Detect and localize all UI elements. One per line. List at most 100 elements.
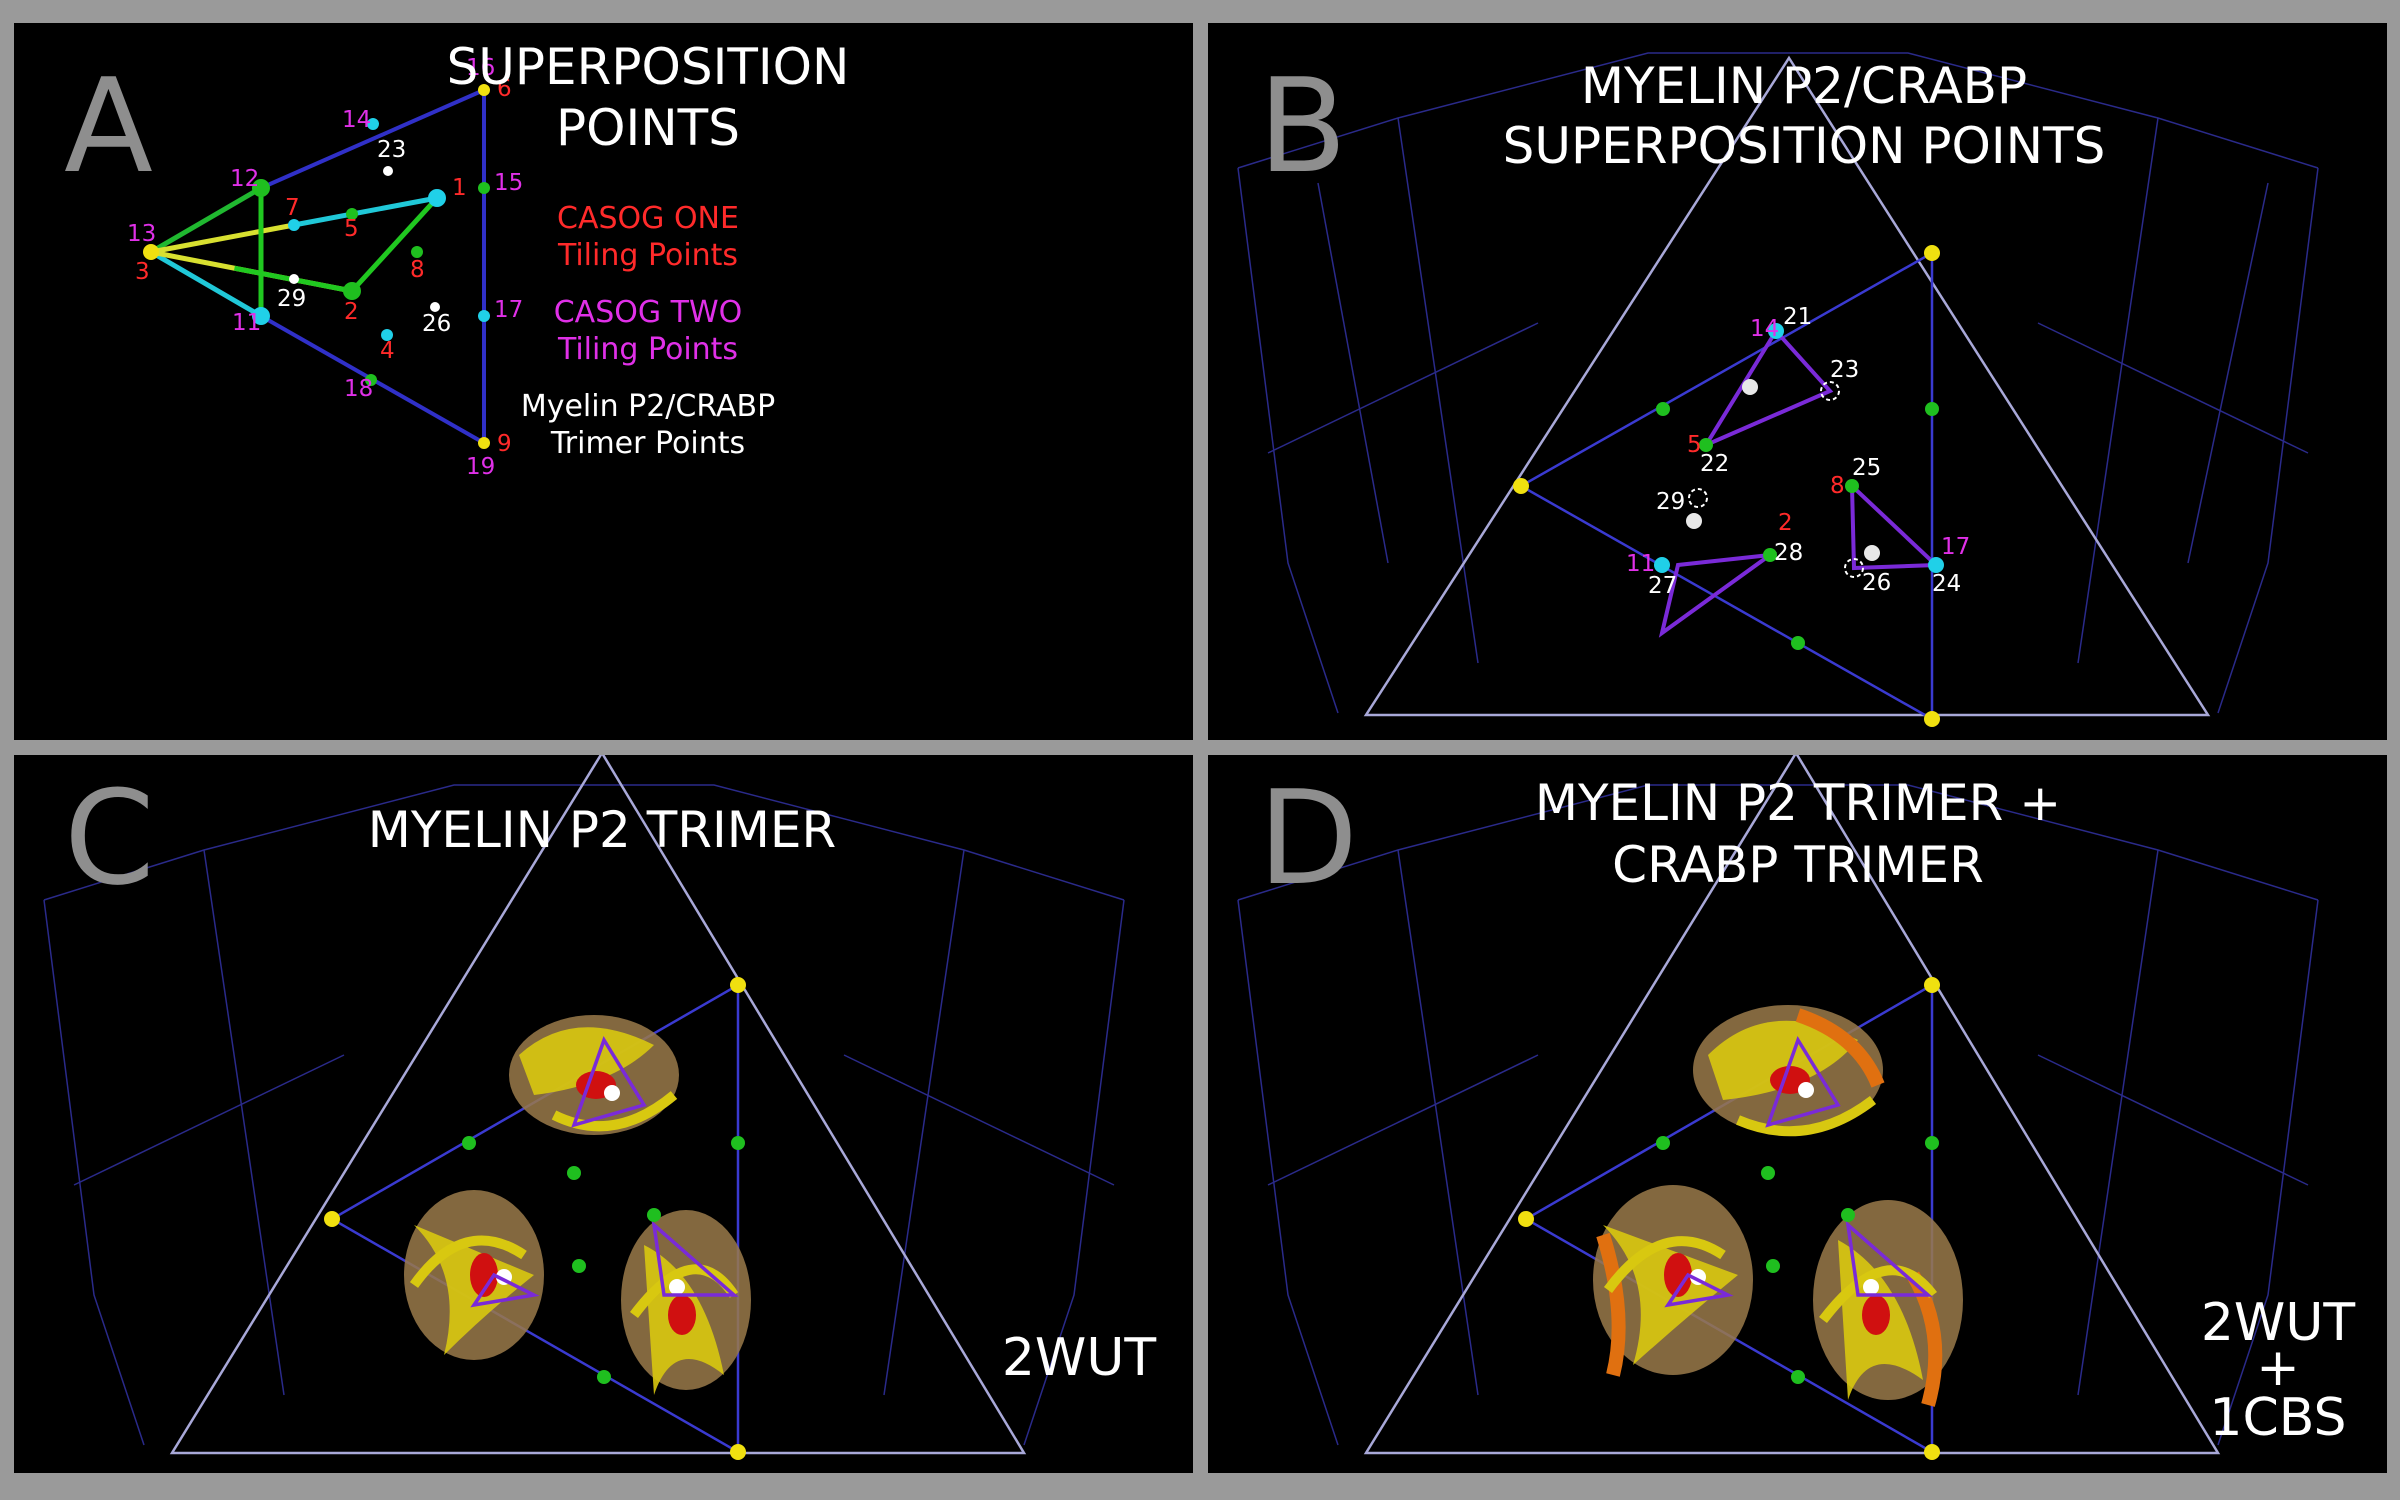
point-trimer-center — [1742, 379, 1758, 395]
point-8 — [411, 246, 423, 258]
protein-cluster-top — [509, 1015, 679, 1135]
panel-b-title-line-1: MYELIN P2/CRABP — [1581, 57, 2027, 115]
legend-casog-two-sub: Tiling Points — [557, 332, 738, 367]
legend-casog-one: CASOG ONE — [557, 201, 739, 236]
label-8: 8 — [1830, 473, 1845, 499]
label-6: 6 — [497, 76, 512, 102]
point-4 — [381, 329, 393, 341]
point-2 — [343, 282, 361, 300]
label-17: 17 — [1941, 534, 1970, 560]
title-line-1: SUPERPOSITION — [447, 38, 850, 96]
point-23 — [383, 166, 393, 176]
point-29 — [1688, 488, 1708, 508]
point-yellow-bottom — [1924, 711, 1940, 727]
label-5: 5 — [1687, 432, 1702, 458]
background-wireframe — [1237, 784, 2319, 1446]
protein-cluster-right — [621, 1210, 751, 1395]
center-triangle — [169, 755, 1027, 1455]
pdb-id-2wut: 2WUT — [2201, 1293, 2356, 1353]
point-15 — [478, 182, 490, 194]
pdb-id-1cbs: 1CBS — [2209, 1388, 2346, 1448]
panel-a: A 16 6 1 4 23 — [14, 23, 1193, 740]
point-14 — [367, 118, 379, 130]
point-green — [1656, 402, 1670, 416]
label-16: 16 — [466, 55, 495, 81]
point-2-28 — [1763, 548, 1777, 562]
center-triangle — [1363, 55, 2211, 717]
label-29: 29 — [1656, 489, 1685, 515]
label-22: 22 — [1700, 451, 1729, 477]
panel-a-diagram: A 16 6 1 4 23 — [64, 38, 850, 480]
point-14-21 — [1768, 323, 1784, 339]
panel-c-title: MYELIN P2 TRIMER — [368, 801, 837, 859]
label-7: 7 — [285, 195, 300, 221]
label-26: 26 — [422, 311, 451, 337]
label-17: 17 — [494, 297, 523, 323]
point-17 — [478, 310, 490, 322]
legend-casog-one-sub: Tiling Points — [557, 238, 738, 273]
trimer-triangles — [470, 1035, 739, 1308]
label-27: 27 — [1648, 573, 1677, 599]
point-5-22 — [1699, 438, 1713, 452]
panel-b-diagram: 14 21 23 5 22 25 8 29 2 28 17 11 27 26 2… — [1237, 50, 2319, 727]
legend-trimer: Myelin P2/CRABP — [521, 389, 775, 424]
background-wireframe — [43, 784, 1125, 1446]
label-2: 2 — [1778, 510, 1793, 536]
point-18 — [365, 374, 377, 386]
label-28: 28 — [1774, 540, 1803, 566]
label-23: 23 — [377, 137, 406, 163]
myelin-p2-crabp-proteins — [1593, 1005, 1963, 1407]
point-23 — [1820, 381, 1840, 401]
label-24: 24 — [1932, 571, 1961, 597]
point-green — [1925, 402, 1939, 416]
trimer-triangles — [1664, 1035, 1933, 1308]
legend-casog-two: CASOG TWO — [554, 295, 743, 330]
label-14: 14 — [1750, 316, 1779, 342]
pdb-id-2wut: 2WUT — [1002, 1328, 1157, 1388]
panel-c-letter: C — [64, 762, 155, 914]
protein-cluster-left — [1593, 1185, 1753, 1377]
point-trimer-center — [1686, 513, 1702, 529]
label-1: 1 — [452, 175, 467, 201]
label-21: 21 — [1783, 304, 1812, 330]
point-green — [1791, 636, 1805, 650]
points — [324, 977, 746, 1460]
point-26 — [430, 302, 440, 312]
legend-trimer-sub: Trimer Points — [550, 426, 745, 461]
myelin-p2-proteins — [404, 1015, 751, 1395]
panel-a-letter: A — [64, 50, 153, 202]
point-5 — [346, 208, 358, 220]
point-17-24 — [1928, 557, 1944, 573]
protein-cluster-left — [404, 1190, 544, 1360]
point-labels: 14 21 23 5 22 25 8 29 2 28 17 11 27 26 2… — [1626, 304, 1970, 599]
label-18: 18 — [344, 376, 373, 402]
point-11 — [252, 307, 270, 325]
panel-b: 14 21 23 5 22 25 8 29 2 28 17 11 27 26 2… — [1208, 23, 2387, 740]
legend: CASOG ONE Tiling Points CASOG TWO Tiling… — [521, 201, 775, 461]
label-4: 4 — [380, 338, 395, 364]
label-12: 12 — [230, 166, 259, 192]
title-line-2: POINTS — [556, 99, 740, 157]
panel-b-letter: B — [1258, 50, 1347, 202]
label-8: 8 — [410, 257, 425, 283]
label-15: 15 — [494, 170, 523, 196]
label-11: 11 — [232, 310, 261, 336]
point-12 — [252, 179, 270, 197]
point-26 — [1844, 558, 1864, 578]
panel-d-diagram: D MYELIN P2 TRIMER + CRABP TRIMER 2WUT +… — [1237, 755, 2356, 1460]
protein-cluster-right — [1813, 1200, 1963, 1407]
label-23: 23 — [1830, 357, 1859, 383]
label-9: 9 — [497, 431, 512, 457]
panel-d-title-line-1: MYELIN P2 TRIMER + — [1535, 774, 2061, 832]
trimer-triangles — [1658, 327, 1941, 638]
panel-d-letter: D — [1258, 762, 1358, 914]
point-trimer-center — [1864, 545, 1880, 561]
center-triangle — [1363, 755, 2221, 1455]
panel-d: D MYELIN P2 TRIMER + CRABP TRIMER 2WUT +… — [1208, 755, 2387, 1473]
panel-b-title-line-2: SUPERPOSITION POINTS — [1503, 117, 2106, 175]
point-7 — [288, 219, 300, 231]
label-25: 25 — [1852, 455, 1881, 481]
superposition-edges — [149, 185, 439, 319]
point-29 — [289, 274, 299, 284]
point-19-9 — [478, 437, 490, 449]
